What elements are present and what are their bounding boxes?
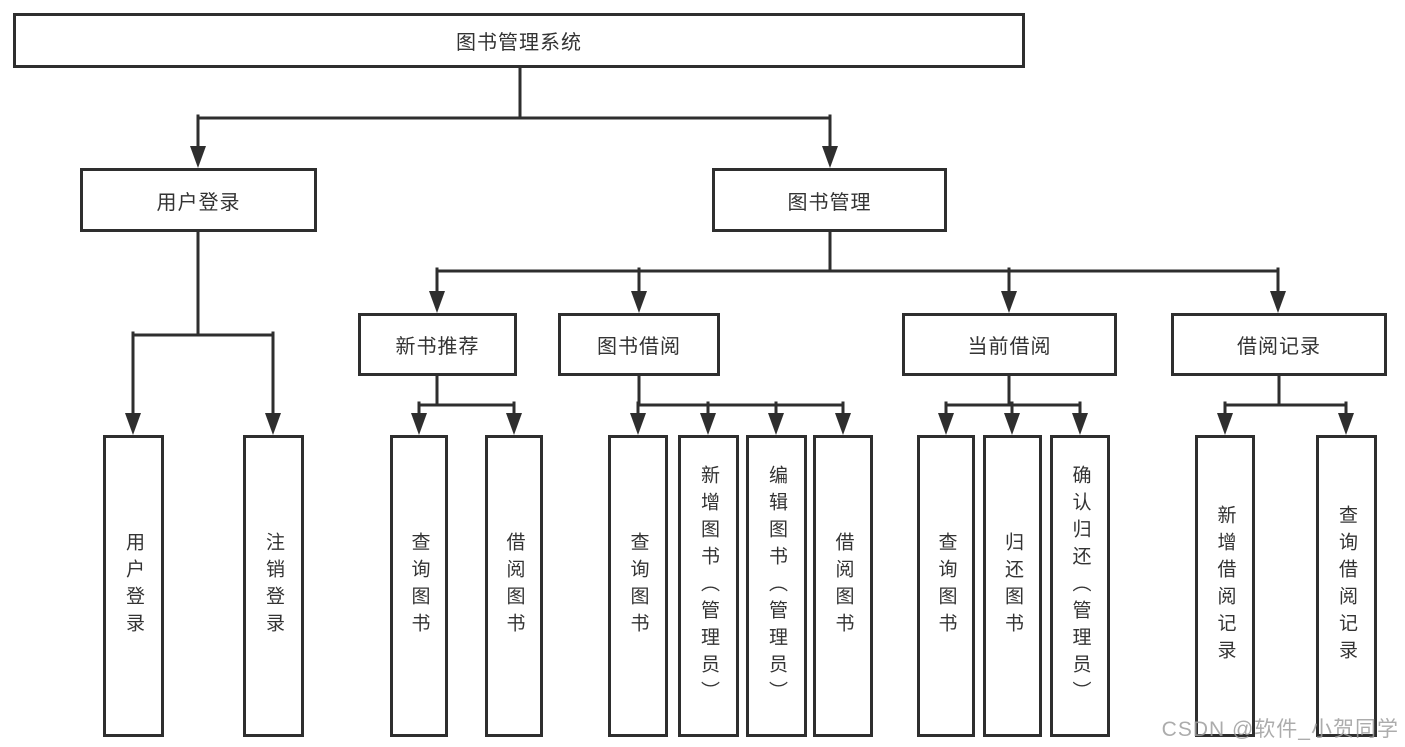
node-new-book-recommendation: 新书推荐 (358, 313, 517, 376)
connector-book-management-branch (429, 230, 1286, 313)
node-label: 注销登录 (263, 532, 284, 640)
node-label: 查询图书 (935, 532, 957, 640)
connector-new-book-recommendation-branch (411, 374, 522, 435)
node-logout-action: 注销登录 (243, 435, 304, 737)
arrowhead (1001, 291, 1017, 313)
node-label: 归还图书 (1002, 532, 1023, 640)
arrowhead (768, 413, 784, 435)
node-borrowing-records: 借阅记录 (1171, 313, 1387, 376)
node-query-books-under-recommendation: 查询图书 (390, 435, 448, 737)
connector-root-to-level2 (190, 66, 838, 168)
node-label: 确认归还（管理员） (1069, 464, 1091, 708)
node-confirm-return-admin: 确认归还（管理员） (1050, 435, 1110, 737)
node-label: 用户登录 (156, 191, 241, 214)
arrowhead (190, 146, 206, 168)
node-label: 新增图书（管理员） (698, 464, 719, 708)
node-label: 查询借阅记录 (1336, 505, 1357, 667)
node-query-books-under-borrowing: 查询图书 (608, 435, 668, 737)
node-add-books-admin: 新增图书（管理员） (678, 435, 739, 737)
arrowhead (630, 413, 646, 435)
connector-book-borrowing-branch (630, 374, 851, 435)
node-user-login-action: 用户登录 (103, 435, 164, 737)
connector-borrowing-records-branch (1217, 374, 1354, 435)
node-label: 图书管理 (787, 191, 872, 214)
node-add-borrow-record: 新增借阅记录 (1195, 435, 1255, 737)
arrowhead (411, 413, 427, 435)
node-label: 当前借阅 (967, 336, 1052, 358)
arrowhead (1338, 413, 1354, 435)
node-label: 图书借阅 (597, 336, 681, 358)
node-current-borrowing: 当前借阅 (902, 313, 1117, 376)
node-query-books-under-current: 查询图书 (917, 435, 975, 737)
arrowhead (835, 413, 851, 435)
node-label: 借阅图书 (503, 532, 525, 640)
arrowhead (265, 413, 281, 435)
node-label: 新书推荐 (395, 336, 480, 358)
csdn-watermark: CSDN @软件_小贺同学 (1161, 718, 1399, 741)
connector-current-borrowing-branch (938, 374, 1088, 435)
arrowhead (822, 146, 838, 168)
node-label: 查询图书 (408, 532, 430, 640)
node-label: 图书管理系统 (456, 32, 582, 54)
arrowhead (506, 413, 522, 435)
arrowhead (1270, 291, 1286, 313)
node-query-borrow-record: 查询借阅记录 (1316, 435, 1377, 737)
arrowhead (700, 413, 716, 435)
node-label: 用户登录 (123, 532, 144, 640)
node-label: 借阅记录 (1237, 336, 1321, 358)
arrowhead (631, 291, 647, 313)
arrowhead (1004, 413, 1020, 435)
node-book-management: 图书管理 (712, 168, 947, 232)
node-return-books: 归还图书 (983, 435, 1042, 737)
node-borrow-books-under-recommendation: 借阅图书 (485, 435, 543, 737)
node-borrow-books-under-borrowing: 借阅图书 (813, 435, 873, 737)
node-label: 查询图书 (627, 532, 649, 640)
arrowhead (429, 291, 445, 313)
node-label: 新增借阅记录 (1214, 505, 1236, 667)
node-label: 编辑图书（管理员） (766, 464, 787, 708)
arrowhead (938, 413, 954, 435)
arrowhead (125, 413, 141, 435)
node-label: 借阅图书 (832, 532, 854, 640)
node-edit-books-admin: 编辑图书（管理员） (746, 435, 807, 737)
arrowhead (1072, 413, 1088, 435)
node-user-login: 用户登录 (80, 168, 317, 232)
arrowhead (1217, 413, 1233, 435)
connector-user-login-branch (125, 230, 281, 435)
node-library-management-system: 图书管理系统 (13, 13, 1025, 68)
node-book-borrowing: 图书借阅 (558, 313, 720, 376)
